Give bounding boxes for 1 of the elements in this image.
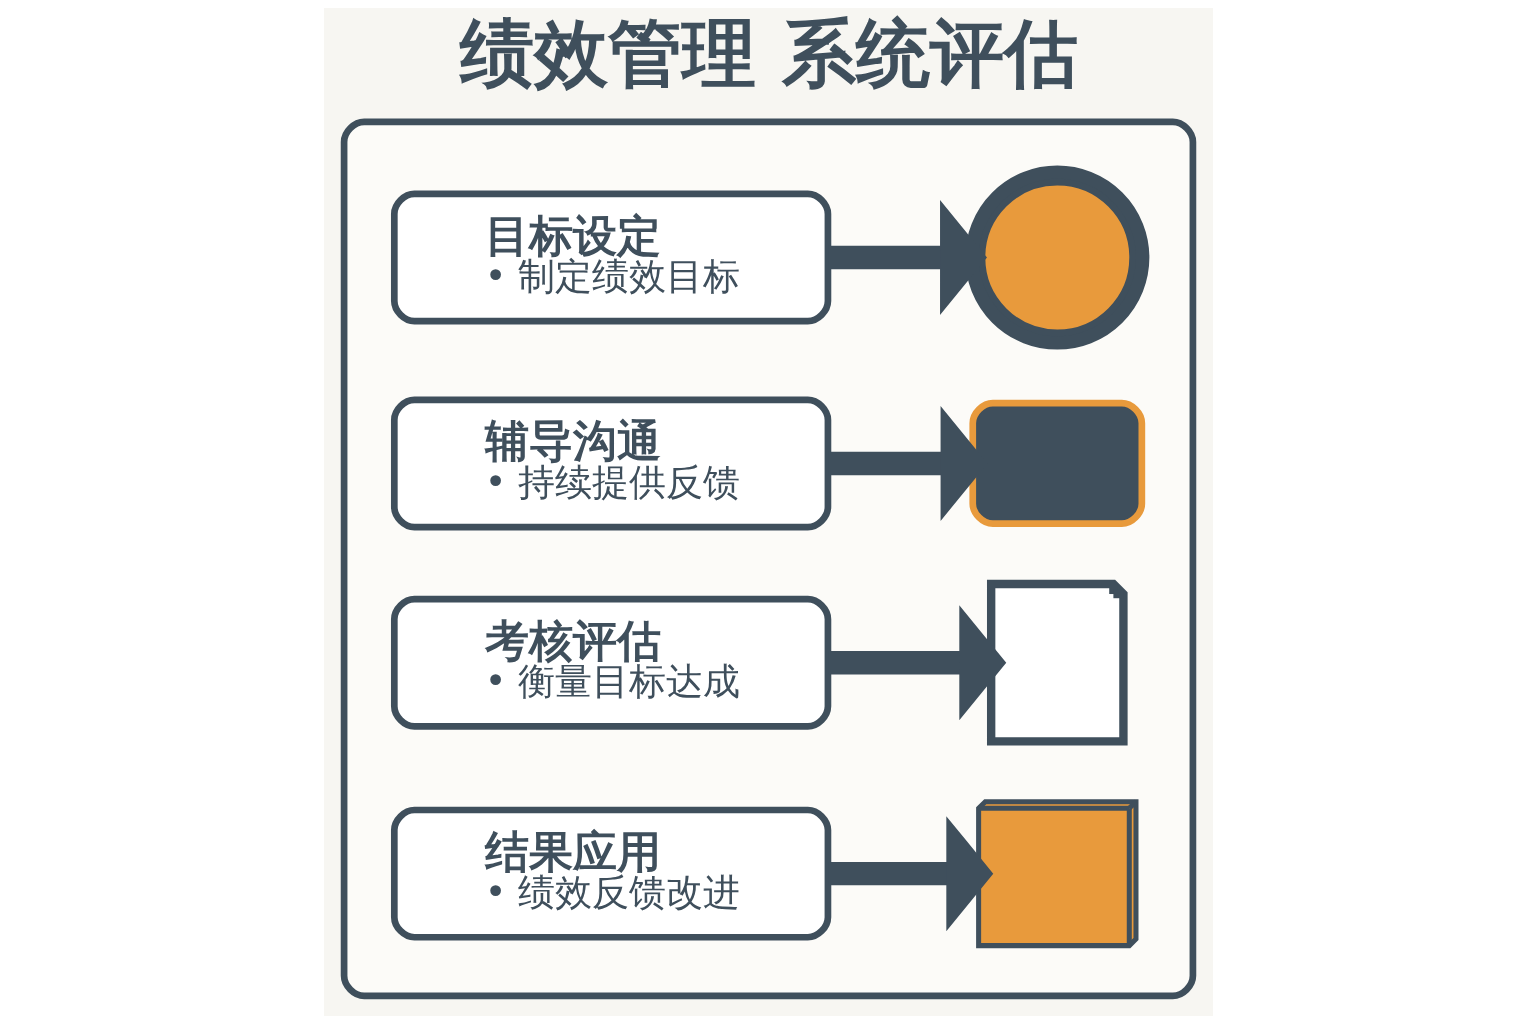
diagram-title: 绩效管理 系统评估 xyxy=(459,10,1078,96)
